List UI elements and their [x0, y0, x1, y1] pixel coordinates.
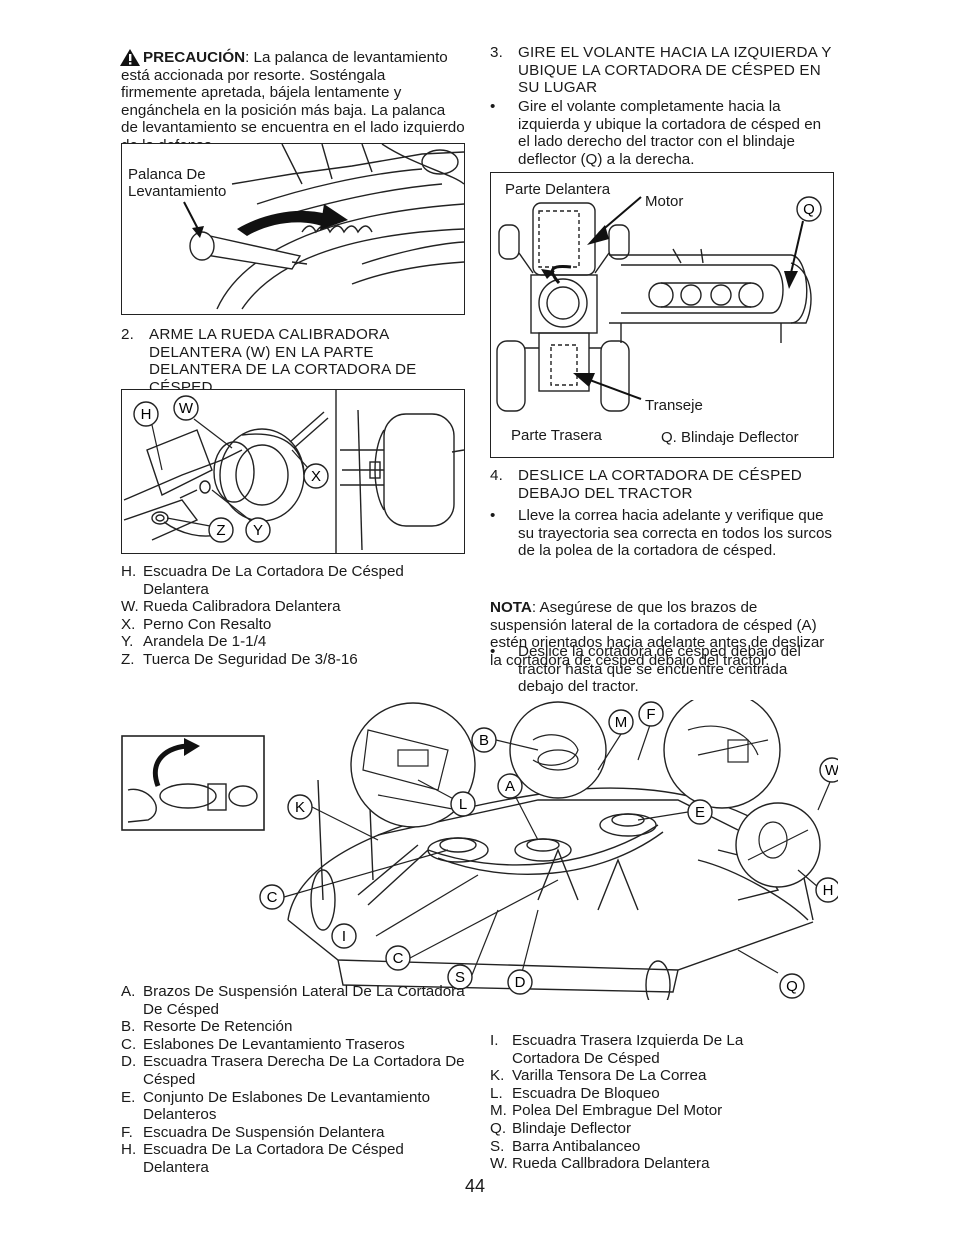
callout-e: E [695, 804, 705, 821]
mower-deck-drawing: B M F L A W K E C H I C S D Q [121, 700, 838, 1000]
callout-z: Z [216, 522, 225, 539]
legend-item: B.Resorte De Retención [121, 1018, 293, 1036]
mower-legend-right: I.Escuadra Trasera Izquierda De La Corta… [490, 1032, 790, 1173]
legend-item: D.Escuadra Trasera Derecha De La Cortado… [121, 1053, 465, 1088]
mower-legend-left: A.Brazos De Suspensión Lateral De La Cor… [121, 983, 467, 1177]
callout-h: H [823, 882, 834, 899]
legend-item: A.Brazos De Suspensión Lateral De La Cor… [121, 983, 465, 1018]
gauge-wheel-figure: H W X Z Y [121, 389, 465, 554]
legend-item: K.Varilla Tensora De La Correa [490, 1067, 707, 1085]
lift-lever-drawing [183, 144, 464, 310]
callout-l: L [459, 796, 467, 813]
callout-b: B [479, 732, 489, 749]
slide-bullet-text: Deslice la cortadora de césped debajo de… [518, 643, 801, 696]
note-paragraph: NOTA: Asegúrese de que los brazos de sus… [490, 599, 834, 669]
step-3-bullet: • Gire el volante completamente hacia la… [490, 98, 834, 168]
step-3-bullet-text: Gire el volante completamente hacia la i… [518, 98, 822, 168]
rear-label: Parte Trasera [511, 427, 602, 444]
legend-item: W.Rueda Calibradora Delantera [121, 598, 341, 616]
legend-item: E.Conjunto De Eslabones De Levantamiento… [121, 1088, 431, 1124]
step-3-text: GIRE EL VOLANTE HACIA LA IZQUIERDA Y UBI… [518, 44, 832, 97]
step-4-bullet-text: Lleve la correa hacia adelante y verifiq… [518, 507, 833, 560]
bullet-dot: • [490, 507, 496, 524]
tractor-mower-drawing: Q [496, 196, 822, 412]
mower-deck-figure: B M F L A W K E C H I C S D Q [118, 700, 838, 1000]
callout-h: H [141, 406, 152, 423]
callout-c-second: C [393, 950, 404, 967]
callout-c: C [267, 889, 278, 906]
callout-m: M [615, 714, 628, 731]
page-number: 44 [465, 1176, 486, 1196]
callout-y: Y [253, 522, 263, 539]
step-3: 3. GIRE EL VOLANTE HACIA LA IZQUIERDA Y … [490, 44, 834, 97]
callout-s: S [455, 969, 465, 986]
step-2-number: 2. [121, 326, 135, 343]
step-4-bullet: • Lleve la correa hacia adelante y verif… [490, 507, 834, 560]
legend-item: H.Escuadra De La Cortadora De Césped Del… [121, 1141, 404, 1176]
callout-i: I [342, 928, 346, 945]
legend-item: F.Escuadra De Suspensión Delantera [121, 1123, 385, 1141]
legend-item: C.Eslabones De Levantamiento Traseros [121, 1035, 405, 1053]
step-2-text: ARME LA RUEDA CALIBRADORA DELANTERA (W) … [149, 326, 417, 396]
step-2: 2. ARME LA RUEDA CALIBRADORA DELANTERA (… [121, 326, 465, 396]
callout-x: X [311, 468, 321, 485]
bullet-dot: • [490, 643, 496, 660]
lift-lever-label: Palanca De Levantamiento [128, 166, 227, 200]
callout-f: F [646, 706, 655, 723]
caution-text: : La palanca de levantamiento está accio… [121, 49, 465, 154]
callout-a: A [505, 778, 515, 795]
callout-w: W [179, 400, 194, 417]
legend-item: Z.Tuerca De Seguridad De 3/8-16 [121, 650, 358, 668]
tractor-mower-figure: Parte Delantera Motor Transeje Parte Tra… [490, 172, 834, 458]
gauge-wheel-legend: H.Escuadra De La Cortadora De Césped Del… [121, 563, 465, 669]
legend-item: Q.Blindaje Deflector [490, 1119, 632, 1137]
deflector-legend: Q. Blindaje Deflector [661, 429, 799, 446]
legend-item: W.Rueda Callbradora Delantera [490, 1155, 710, 1173]
transeje-label: Transeje [645, 397, 703, 414]
legend-item: H.Escuadra De La Cortadora De Césped Del… [121, 563, 404, 598]
legend-item: I.Escuadra Trasera Izquierda De La Corta… [490, 1032, 744, 1067]
note-label: NOTA [490, 599, 532, 616]
callout-q: Q [803, 201, 815, 218]
callout-q: Q [786, 978, 798, 995]
caution-paragraph: PRECAUCIÓN: La palanca de levantamiento … [120, 49, 465, 155]
step-3-number: 3. [490, 44, 504, 61]
step-4-number: 4. [490, 467, 504, 484]
front-label: Parte Delantera [505, 181, 611, 198]
step-4: 4. DESLICE LA CORTADORA DE CÉSPED DEBAJO… [490, 467, 834, 502]
legend-item: L.Escuadra De Bloqueo [490, 1084, 660, 1102]
gauge-wheel-drawing: H W X Z Y [123, 390, 464, 553]
bullet-dot: • [490, 98, 496, 115]
motor-label: Motor [645, 193, 684, 210]
slide-bullet: • Deslice la cortadora de césped debajo … [490, 643, 834, 696]
callout-d: D [515, 974, 526, 991]
lift-lever-figure: Palanca De Levantamiento [121, 143, 465, 315]
legend-item: X.Perno Con Resalto [121, 615, 272, 633]
legend-item: S.Barra Antibalanceo [490, 1137, 641, 1155]
legend-item: Y.Arandela De 1-1/4 [121, 633, 267, 651]
caution-title: PRECAUCIÓN [143, 49, 246, 66]
note-text: : Asegúrese de que los brazos de suspens… [490, 599, 825, 669]
legend-item: M.Polea Del Embrague Del Motor [490, 1102, 723, 1120]
warning-triangle-icon [120, 49, 140, 66]
callout-w: W [825, 762, 838, 779]
callout-k: K [295, 799, 305, 816]
step-4-text: DESLICE LA CORTADORA DE CÉSPED DEBAJO DE… [518, 467, 802, 502]
